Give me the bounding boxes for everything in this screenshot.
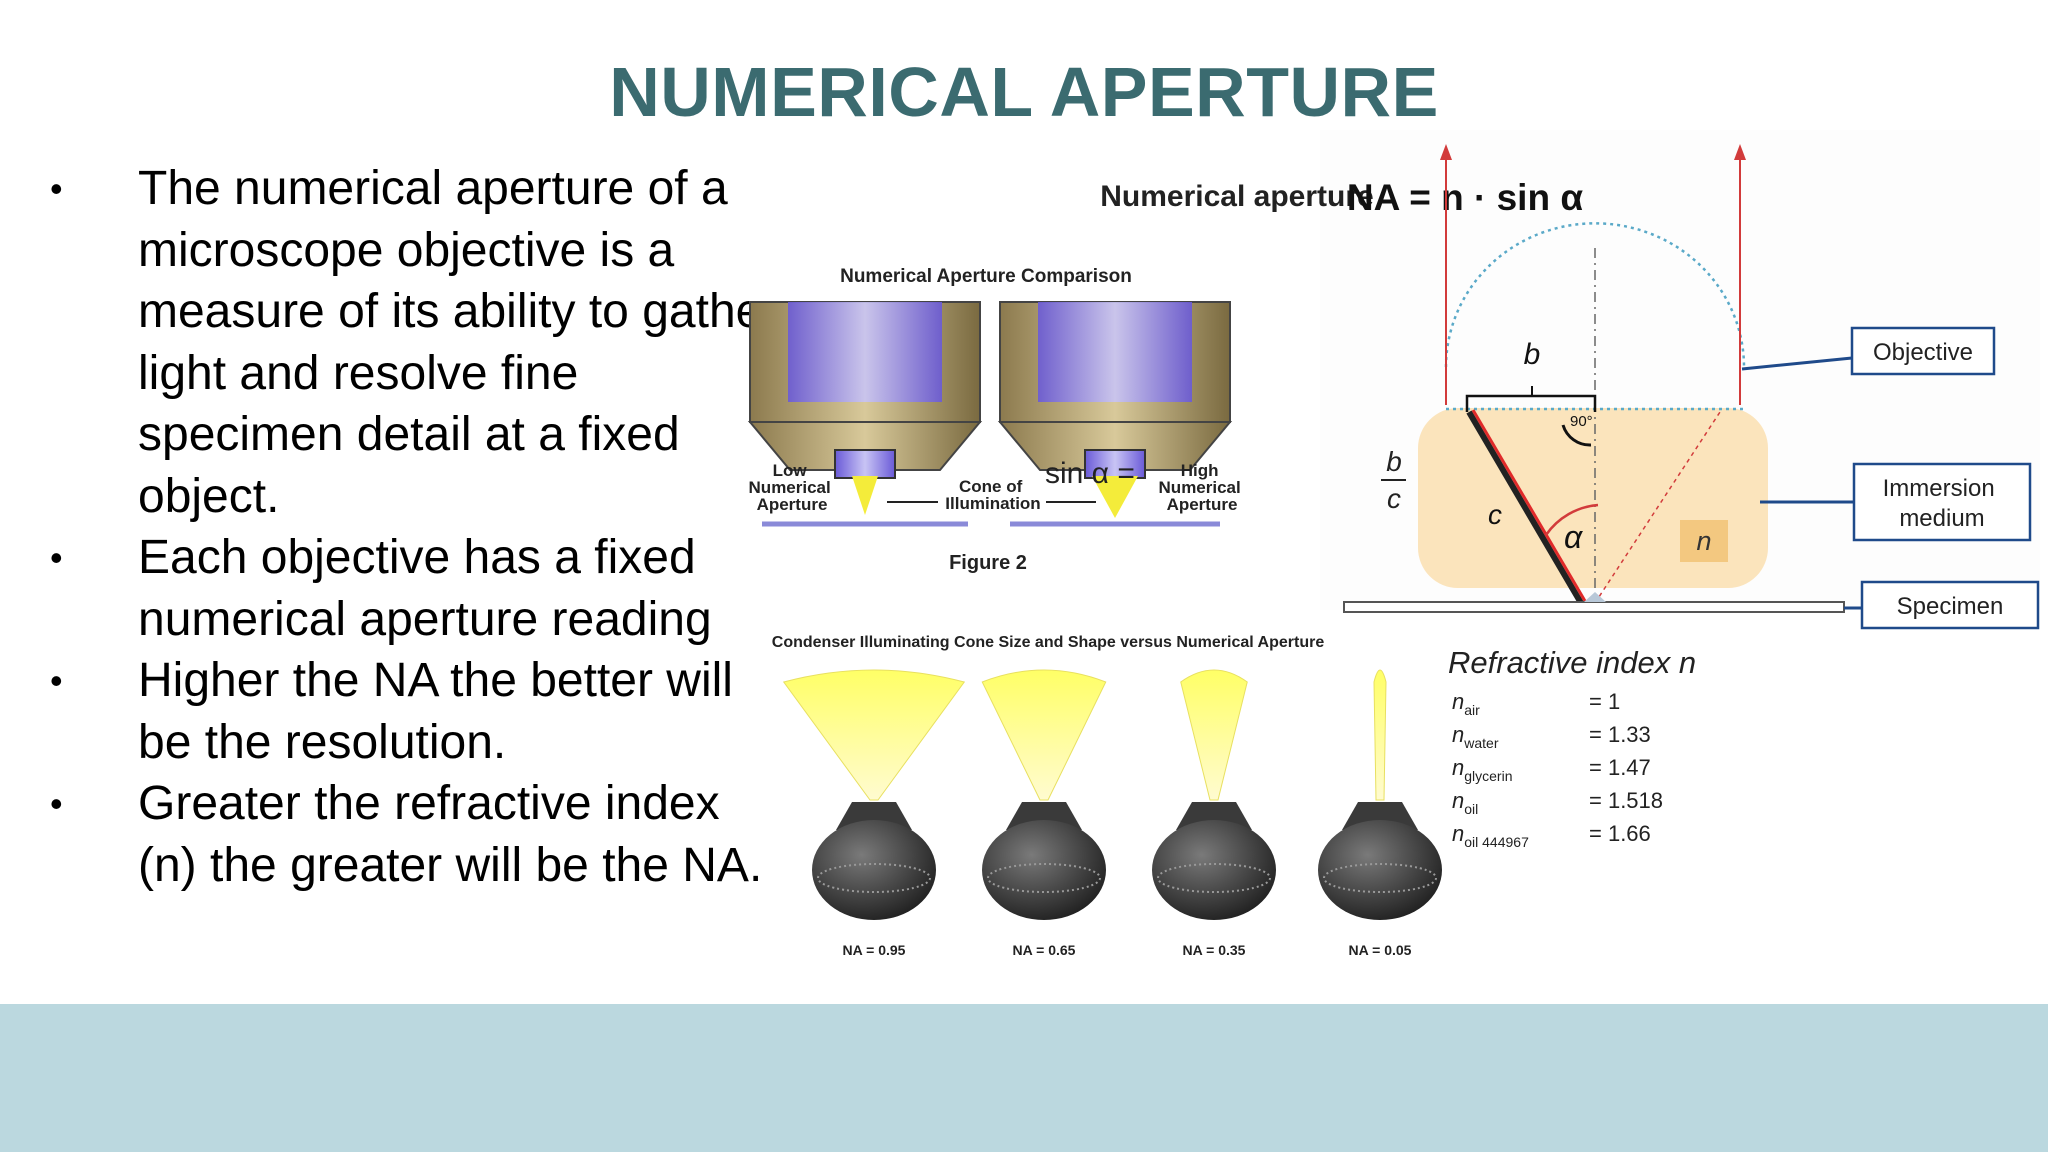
refractive-value: = 1.47 [1589,755,1651,780]
objective-label: Objective [1873,339,1973,366]
specimen-callout [1860,580,2040,630]
specimen-label: Specimen [1897,593,2004,620]
hypotenuse-c [1466,410,1584,605]
high-na-label: High Numerical Aperture [1159,461,1246,514]
refractive-value: = 1.518 [1589,788,1663,813]
condenser-cone-1: NA = 0.95 [782,669,966,958]
n-box [1680,520,1728,562]
sin-alpha-label: sin α = [1045,457,1135,490]
refractive-symbol: nwater [1452,722,1499,751]
mirror-ray [1594,411,1721,604]
bullet-dot: • [50,660,63,701]
diagram-heading: Numerical aperture [1100,180,1373,213]
fraction-numerator: b [1386,446,1402,477]
na-value-label: NA = 0.65 [1013,942,1076,958]
condenser-ring [987,863,1101,893]
refractive-table: nair = 1 nwater = 1.33 nglycerin = 1.47 noil = … [1452,689,1663,850]
objective-illustration-low [747,301,983,515]
refractive-value: = 1.33 [1589,722,1651,747]
immersion-callout [1852,462,2032,542]
condenser-ring [1157,863,1271,893]
condenser-body [1318,820,1442,920]
angle-label: 90° [1570,413,1593,430]
bullet-dot: • [50,783,63,824]
b-label: b [1524,338,1541,371]
refractive-symbol: nair [1452,689,1480,718]
comparison-title: Numerical Aperture Comparison [840,266,1132,287]
refractive-symbol: noil [1452,788,1478,817]
condenser-row: NA = 0.95 NA = 0.65 NA = 0.35 NA = 0.05 [782,669,1442,958]
bullet-dot: • [50,537,63,578]
light-cone [1180,669,1248,801]
condenser-figure: Condenser Illuminating Cone Size and Sha… [772,634,1442,958]
na-value-label: NA = 0.35 [1183,942,1246,958]
refractive-value: = 1.66 [1589,821,1651,846]
bullet-text: The numerical aperture of a microscope o… [138,162,779,523]
na-value-label: NA = 0.05 [1349,942,1412,958]
numerical-aperture-figure: Numerical Aperture Comparison Low [747,130,2040,958]
objective-illustration-high [997,301,1233,518]
condenser-cone-3: NA = 0.35 [1152,669,1276,958]
bullet-item: • Each objective has a fixed numerical ap… [40,527,780,650]
bullet-text: Greater the refractive index (n) the gre… [138,777,763,892]
slide-title: NUMERICAL APERTURE [609,53,1439,131]
comparison-figure: Numerical Aperture Comparison Low [747,266,1246,574]
cone-label: Cone of Illumination [945,477,1040,513]
condenser-ring [817,863,931,893]
condenser-ring [1323,863,1437,893]
alpha-arc [1544,503,1599,536]
bullet-item: • Higher the NA the better will be the re… [40,650,780,773]
n-label: n [1696,526,1711,556]
bullet-item: • Greater the refractive index (n) the gr… [40,773,780,896]
low-na-label: Low Numerical Aperture [749,461,836,514]
figure-caption: Figure 2 [949,552,1027,574]
condenser-body [982,820,1106,920]
refractive-title: Refractive index n [1448,645,1696,680]
c-label: c [1488,499,1502,530]
refractive-value: = 1 [1589,689,1620,714]
fraction-denominator: c [1387,483,1401,514]
refractive-symbol: nglycerin [1452,755,1513,784]
condenser-title: Condenser Illuminating Cone Size and Sha… [772,634,1325,651]
na-value-label: NA = 0.95 [843,942,906,958]
bullet-list: • The numerical aperture of a microscope … [40,158,780,896]
bullet-text: Higher the NA the better will be the res… [138,654,733,769]
condenser-body [812,820,936,920]
condenser-body [1152,820,1276,920]
objective-leader [1741,356,1853,371]
light-cone [1373,669,1387,801]
immersion-label: Immersion medium [1883,475,2002,532]
alpha-label: α [1564,519,1583,555]
footer-band [0,1004,2048,1152]
specimen-slide [1343,601,1845,613]
bullet-dot: • [50,168,63,209]
condenser-cone-2: NA = 0.65 [981,669,1107,958]
na-diagram: Numerical aperture NA = n · sin α b c [1045,130,2040,850]
na-formula: NA = n · sin α [1347,177,1583,218]
refractive-symbol: noil 444967 [1452,821,1529,850]
bullet-text: Each objective has a fixed numerical ape… [138,531,712,646]
condenser-cone-4: NA = 0.05 [1318,669,1442,958]
light-cone [782,669,966,801]
light-cone [981,669,1107,801]
right-angle-arc [1561,424,1592,447]
bullet-item: • The numerical aperture of a microscope … [40,158,780,527]
objective-callout [1850,326,1996,376]
